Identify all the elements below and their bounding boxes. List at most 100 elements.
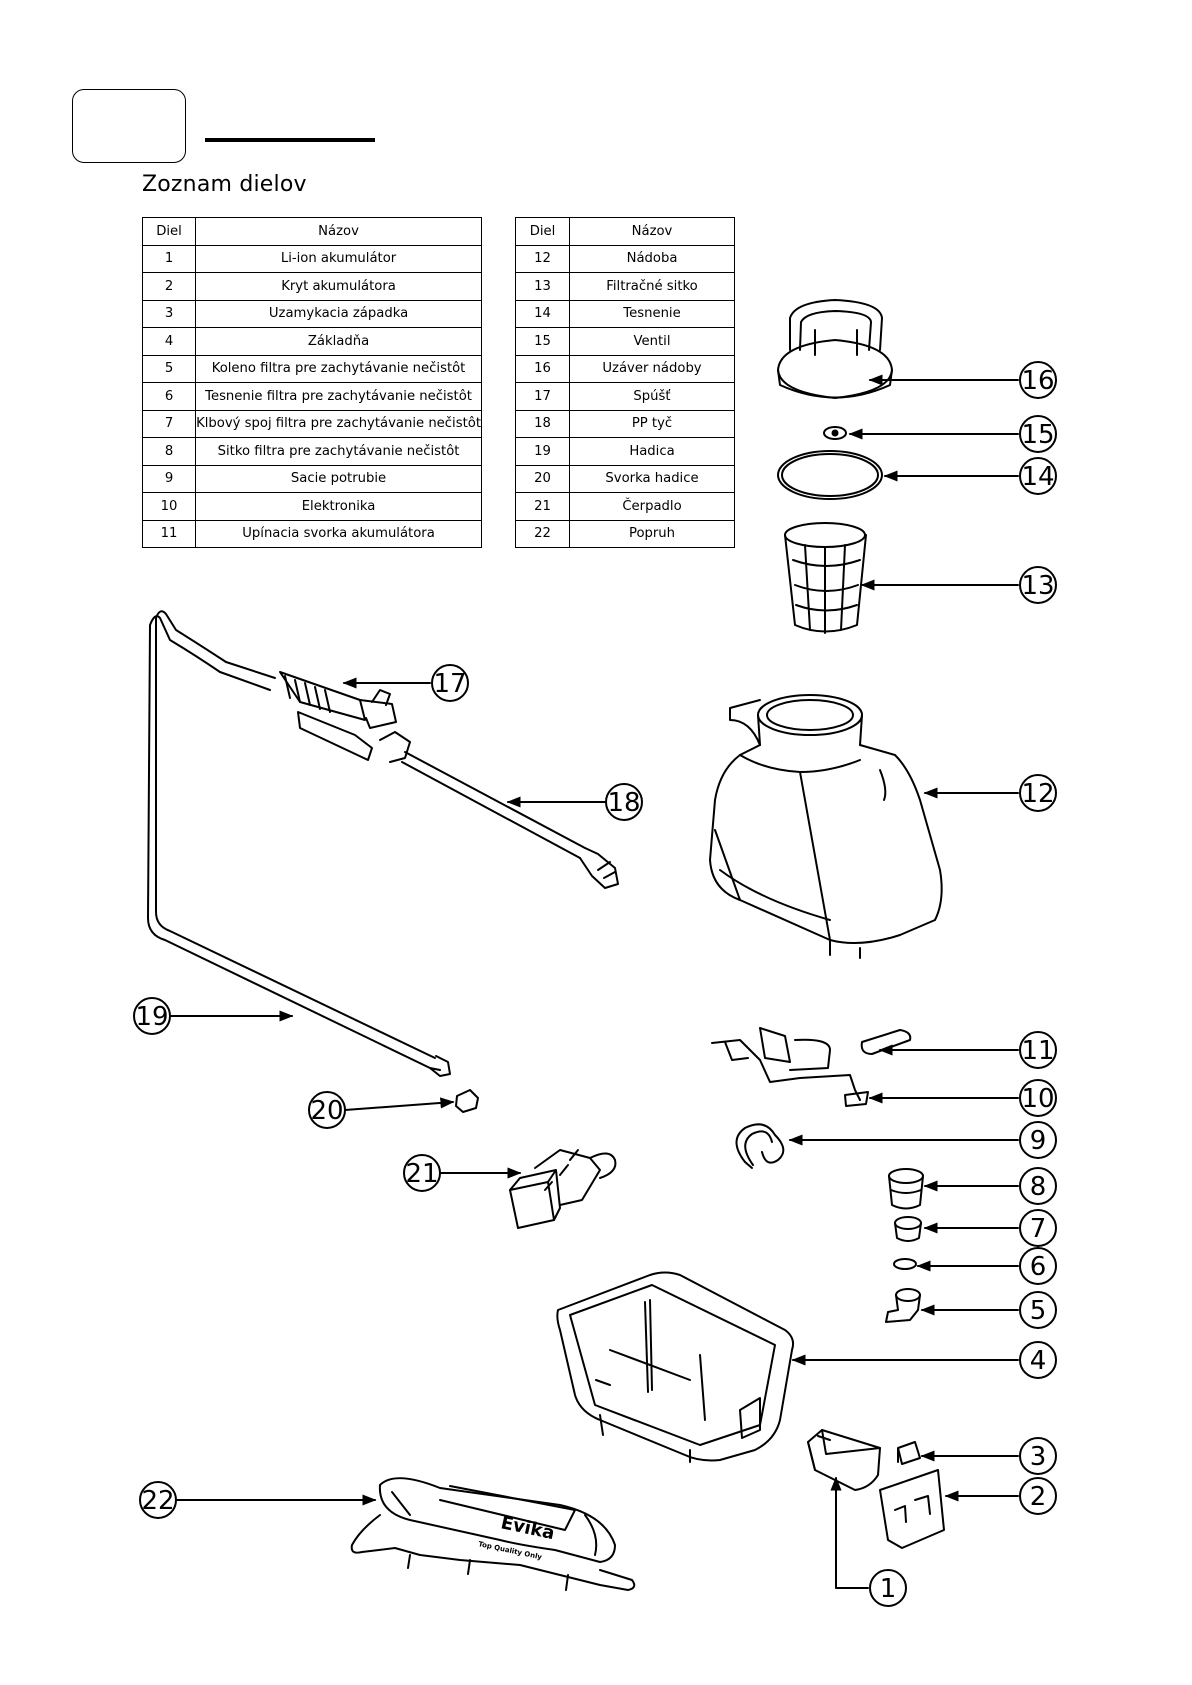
callout-8: 8 [1030,1172,1047,1202]
part-number: 11 [141,519,197,548]
container-lid-illustration [777,299,893,399]
callout-15: 15 [1021,420,1054,450]
part-number: 7 [141,409,197,438]
callout-2: 2 [1030,1482,1047,1512]
table-header-row: Diel Názov [515,217,735,246]
valve-illustration [823,426,847,440]
filter-basket-illustration [784,522,867,634]
leader-line-20 [344,1097,455,1111]
swivel-joint-illustration [894,1216,922,1242]
callout-10: 10 [1021,1084,1054,1114]
part-name: PP tyč [569,409,735,438]
part-name: Čerpadlo [569,492,735,521]
part-number: 19 [515,437,570,466]
strainer-illustration [888,1168,924,1210]
column-header-part: Diel [515,217,570,246]
column-header-name: Názov [569,217,735,246]
filter-elbow-illustration [885,1288,921,1323]
callout-3: 3 [1030,1442,1047,1472]
part-name: Li-ion akumulátor [195,244,482,273]
callout-19: 19 [135,1002,168,1032]
section-title: Zoznam dielov [142,172,307,197]
suction-pipe-illustration [735,1123,785,1169]
part-number: 20 [515,464,570,493]
part-name: Sacie potrubie [195,464,482,493]
callout-22: 22 [141,1486,174,1516]
callout-1: 1 [880,1574,897,1604]
battery-cover-illustration [879,1469,945,1549]
part-number: 6 [141,382,197,411]
part-name: Tesnenie [569,299,735,328]
filter-seal-illustration [893,1258,917,1270]
callout-20: 20 [310,1096,343,1126]
callout-12: 12 [1021,779,1054,809]
battery-clamp-illustration [860,1029,912,1055]
part-name: Základňa [195,327,482,356]
column-header-name: Názov [195,217,482,246]
part-number: 12 [515,244,570,273]
part-name: Uzáver nádoby [569,354,735,383]
part-name: Upínacia svorka akumulátora [195,519,482,548]
container-illustration [709,694,943,959]
part-name: Klbový spoj filtra pre zachytávanie neči… [195,409,482,438]
hose-clamp-illustration [455,1089,479,1113]
part-number: 2 [141,272,197,301]
part-name: Nádoba [569,244,735,273]
callout-16: 16 [1021,366,1054,396]
leader-line-1 [830,1476,869,1589]
part-number: 21 [515,492,570,521]
part-name: Hadica [569,437,735,466]
callout-14: 14 [1021,462,1054,492]
callout-4: 4 [1030,1346,1047,1376]
part-name: Tesnenie filtra pre zachytávanie nečistô… [195,382,482,411]
part-name: Uzamykacia západka [195,299,482,328]
strap-illustration [350,1477,636,1591]
table-header-row: Diel Názov [141,217,482,246]
locking-latch-illustration [897,1441,921,1465]
part-name: Kryt akumulátora [195,272,482,301]
callout-5: 5 [1030,1296,1047,1326]
column-header-part: Diel [141,217,197,246]
electronics-illustration [711,1027,869,1107]
page-tab-box [72,89,186,163]
callout-17: 17 [433,669,466,699]
part-name: Svorka hadice [569,464,735,493]
li-ion-battery-illustration [807,1429,881,1491]
spray-rod-illustration [401,751,619,889]
part-number: 14 [515,299,570,328]
part-name: Filtračné sitko [569,272,735,301]
base-illustration [556,1271,795,1463]
header-rule [205,138,375,142]
pump-illustration [509,1149,617,1229]
hose-illustration [147,610,451,1077]
callout-7: 7 [1030,1214,1047,1244]
callout-21: 21 [405,1159,438,1189]
callout-13: 13 [1021,571,1054,601]
strap-brand-label: Evika [499,1512,557,1544]
callout-6: 6 [1030,1252,1047,1282]
part-name: Sitko filtra pre zachytávanie nečistôt [195,437,482,466]
seal-illustration [777,450,883,500]
callout-9: 9 [1030,1126,1047,1156]
trigger-illustration [219,661,411,763]
callout-18: 18 [607,788,640,818]
callout-11: 11 [1021,1036,1054,1066]
part-name: Popruh [569,519,735,548]
